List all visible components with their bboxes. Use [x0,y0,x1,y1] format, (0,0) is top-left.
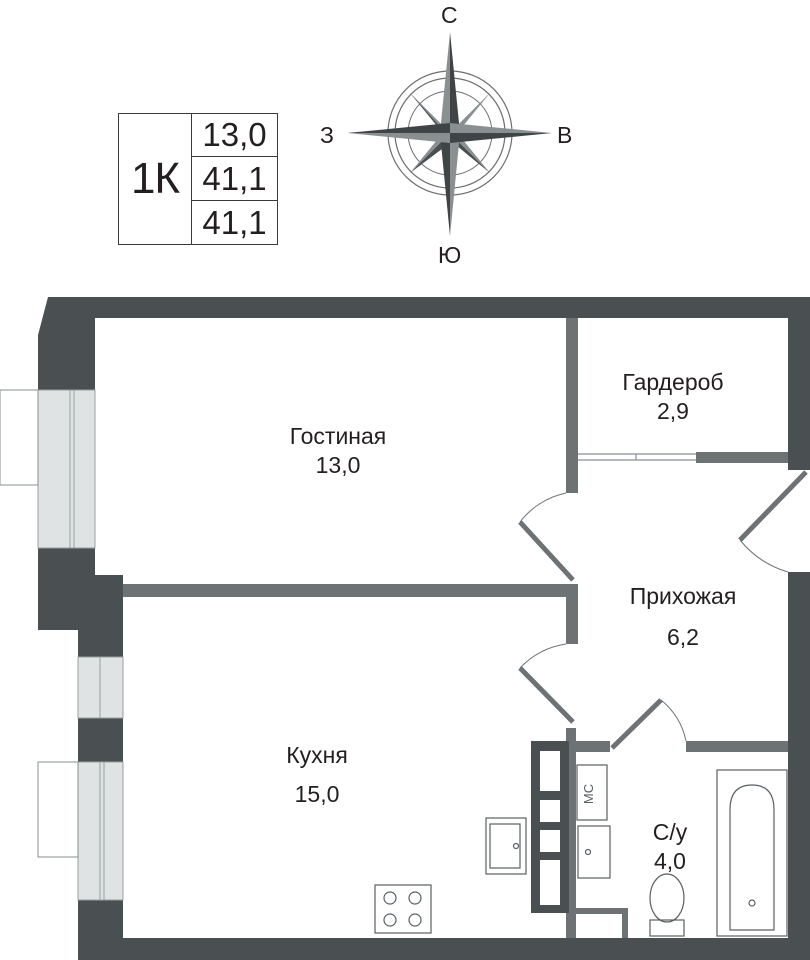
compass-north-label: С [441,2,458,28]
room-hall: Прихожая 6,2 [620,576,746,659]
room-bathroom-name: С/у [652,819,688,845]
room-kitchen-name: Кухня [286,742,348,768]
room-bathroom: С/у 4,0 [640,818,700,876]
room-hall-area: 6,2 [667,624,699,651]
room-living-name: Гостиная [289,423,387,449]
room-bathroom-area: 4,0 [654,847,686,874]
room-wardrobe-name: Гардероб [622,369,724,395]
ventilation-shaft [531,741,569,913]
apartment-info-table: 1К 13,0 41,1 41,1 [118,113,278,245]
wardrobe-sliding-door [578,453,696,461]
interior-walls [123,318,788,938]
room-wardrobe-area: 2,9 [657,397,689,424]
total-area-value-2: 41,1 [192,201,278,245]
compass-west-label: З [320,122,334,148]
room-kitchen: Кухня 15,0 [272,736,362,814]
total-area-value: 41,1 [192,157,278,201]
apartment-type: 1К [118,113,192,245]
washing-machine-label: МС [581,783,596,805]
kitchen-sink-icon [485,817,527,875]
room-hall-name: Прихожая [629,583,737,609]
bathroom-sink-icon [577,825,611,879]
room-wardrobe: Гардероб 2,9 [618,368,728,426]
toilet-icon [649,873,685,937]
outer-walls [38,297,810,960]
living-area-value: 13,0 [192,113,278,157]
compass-rose-icon [347,32,552,236]
compass-south-label: Ю [438,242,462,268]
room-living-area: 13,0 [315,451,361,478]
compass-east-label: В [557,122,573,148]
washing-machine-icon [576,764,608,821]
doors [518,470,808,750]
bathtub-icon [716,769,788,937]
bathroom-threshold [576,908,628,938]
room-kitchen-area: 15,0 [294,781,340,808]
windows [0,389,124,901]
stove-icon [374,884,432,934]
room-living: Гостиная 13,0 [278,422,398,480]
